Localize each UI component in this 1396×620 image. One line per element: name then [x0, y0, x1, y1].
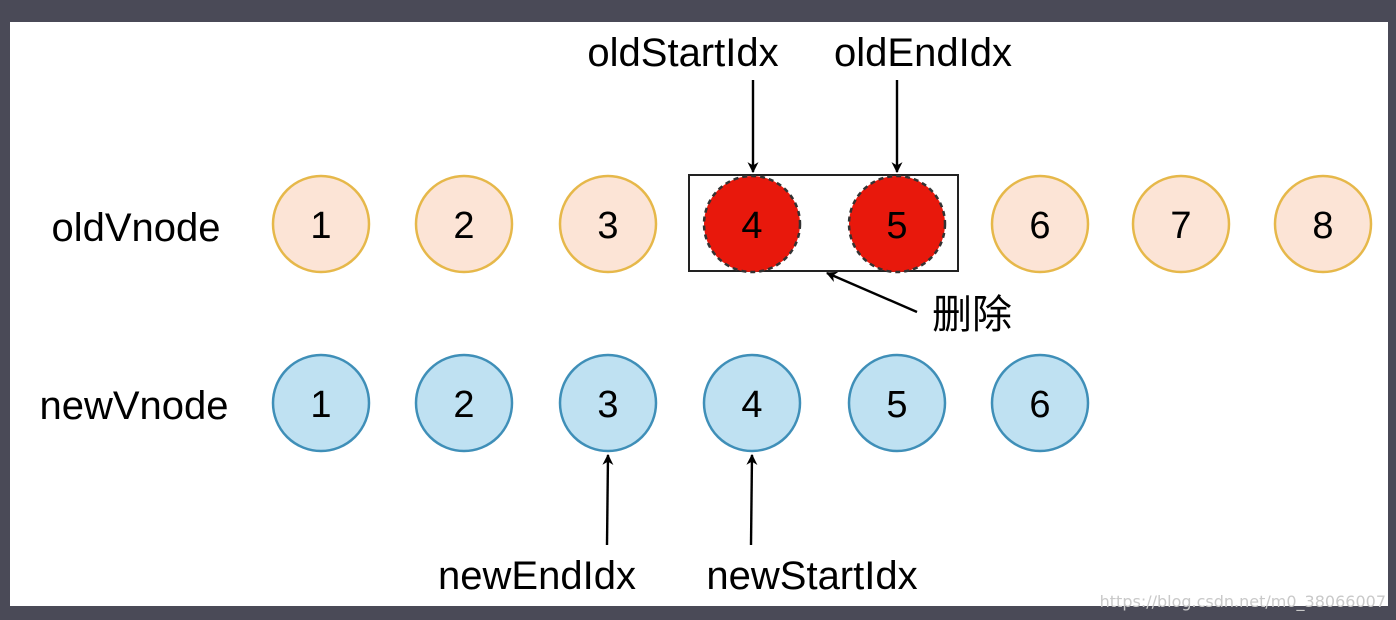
new-node-list: 1 2 3 4 5 6 [271, 353, 1090, 453]
old-node-circle [1273, 174, 1373, 274]
old-node-label: 1 [310, 205, 331, 247]
new-node-label: 2 [453, 384, 474, 426]
old-node-circle [558, 174, 658, 274]
old-node-label: 3 [597, 205, 618, 247]
old-node-1: 1 [271, 174, 371, 274]
old-node-list: 1 2 3 4 5 6 7 8 [271, 174, 1373, 274]
old-node-4-deleted: 4 [702, 174, 802, 274]
old-end-idx-label: oldEndIdx [834, 31, 1012, 75]
old-node-6: 6 [990, 174, 1090, 274]
new-node-circle [271, 353, 371, 453]
new-node-4: 4 [702, 353, 802, 453]
new-end-idx-label: newEndIdx [438, 554, 636, 598]
new-node-label: 5 [886, 384, 907, 426]
old-node-circle [1131, 174, 1231, 274]
old-node-circle [271, 174, 371, 274]
diagram-panel [10, 22, 1388, 606]
new-node-label: 6 [1029, 384, 1050, 426]
new-node-label: 1 [310, 384, 331, 426]
new-node-circle [847, 353, 947, 453]
new-vnode-label: newVnode [39, 384, 228, 428]
old-node-circle-deleted [847, 174, 947, 274]
new-start-idx-label: newStartIdx [706, 554, 917, 598]
old-node-circle [990, 174, 1090, 274]
old-node-2: 2 [414, 174, 514, 274]
old-node-3: 3 [558, 174, 658, 274]
new-node-circle [558, 353, 658, 453]
watermark-text: https://blog.csdn.net/m0_38066007 [1100, 592, 1386, 612]
old-start-idx-label: oldStartIdx [587, 31, 778, 75]
old-node-label: 8 [1312, 205, 1333, 247]
old-vnode-label: oldVnode [51, 206, 220, 250]
old-node-label: 6 [1029, 205, 1050, 247]
old-node-circle-deleted [702, 174, 802, 274]
new-node-circle [702, 353, 802, 453]
new-node-6: 6 [990, 353, 1090, 453]
old-node-7: 7 [1131, 174, 1231, 274]
new-node-5: 5 [847, 353, 947, 453]
old-node-circle [414, 174, 514, 274]
new-node-2: 2 [414, 353, 514, 453]
new-node-label: 3 [597, 384, 618, 426]
delete-label: 删除 [932, 293, 1012, 337]
old-node-5-deleted: 5 [847, 174, 947, 274]
new-node-label: 4 [741, 384, 762, 426]
new-node-3: 3 [558, 353, 658, 453]
new-node-circle [414, 353, 514, 453]
new-end-idx-arrow [602, 453, 614, 546]
old-node-label: 7 [1170, 205, 1191, 247]
delete-selection-box [688, 174, 959, 272]
new-node-circle [990, 353, 1090, 453]
delete-arrow [825, 271, 918, 314]
old-node-8: 8 [1273, 174, 1373, 274]
old-node-label: 2 [453, 205, 474, 247]
old-node-label: 5 [886, 205, 907, 247]
new-start-idx-arrow [746, 453, 758, 546]
old-node-label: 4 [741, 205, 762, 247]
new-node-1: 1 [271, 353, 371, 453]
